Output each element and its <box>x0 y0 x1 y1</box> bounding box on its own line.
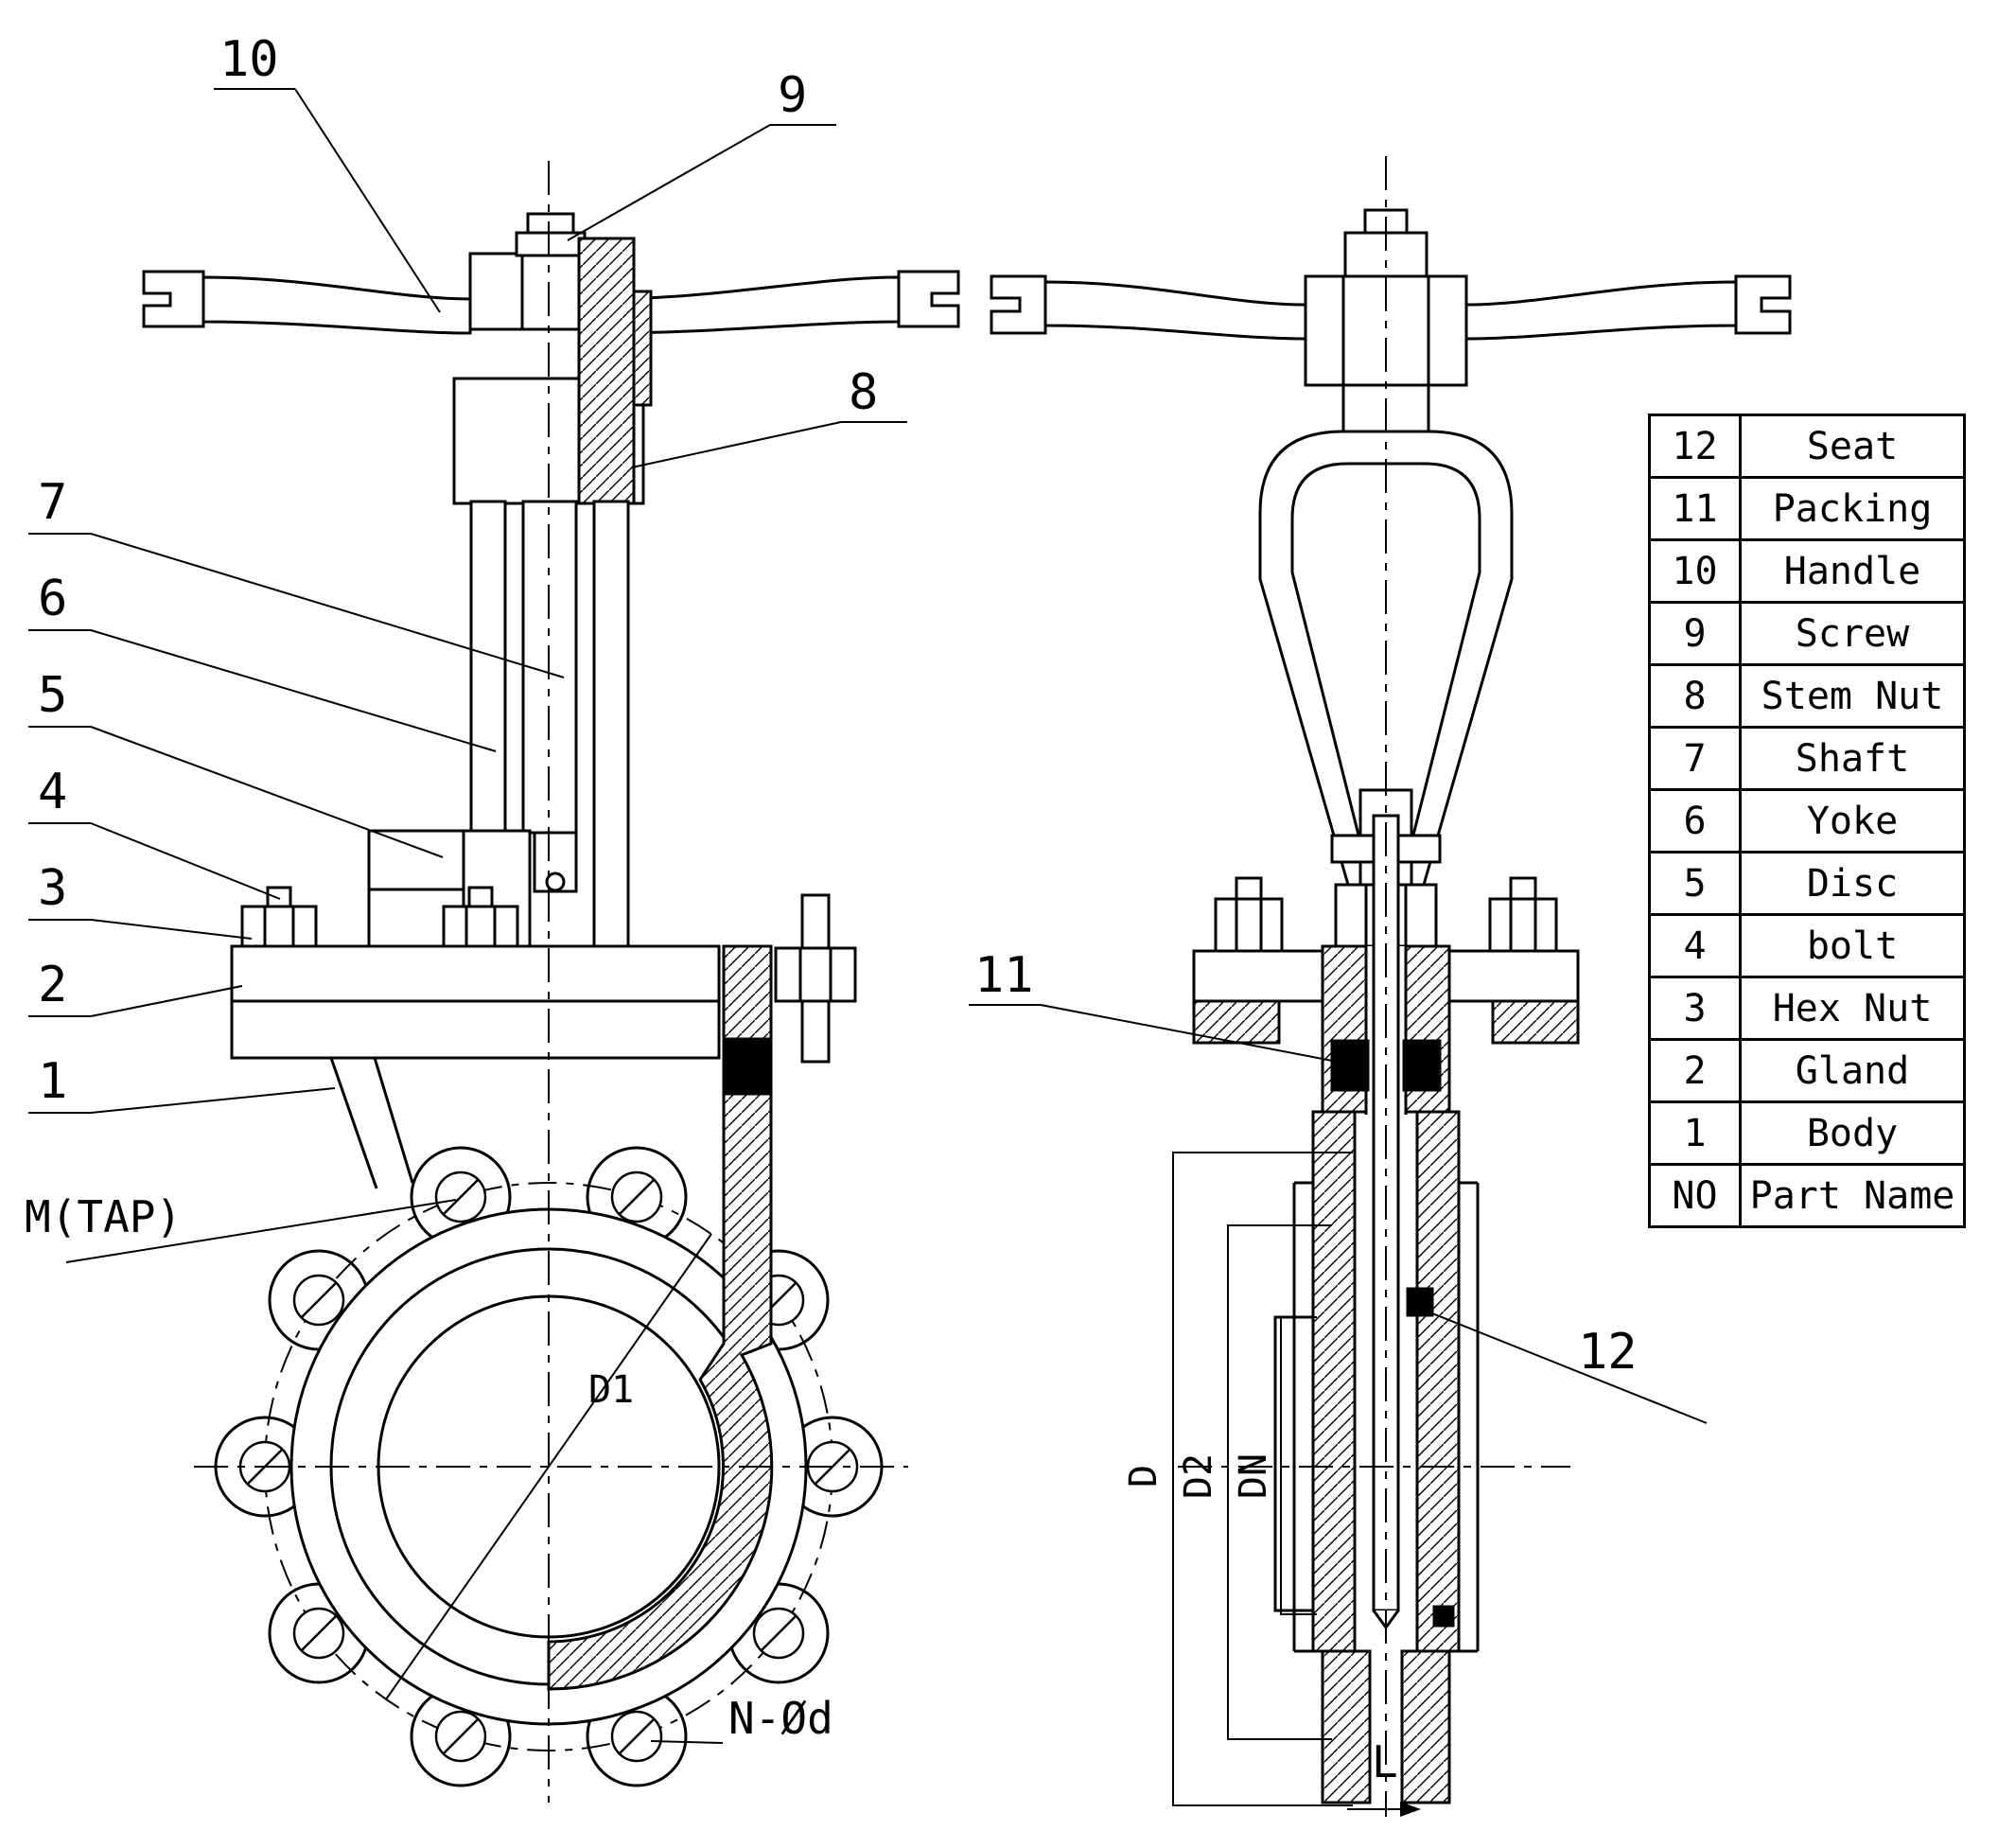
part-name-cell: Hex Nut <box>1742 978 1963 1041</box>
table-header-name: Part Name <box>1749 1173 1955 1218</box>
parts-table: 12 Seat 11 Packing 10 Handle 9 Screw 8 S… <box>1648 414 1966 1228</box>
dimension-labels: M(TAP) D1 N-Ød D D2 DN L <box>25 1191 1398 1787</box>
body-section-channel <box>547 944 774 1691</box>
screw-front <box>515 212 587 257</box>
part-name-cell: bolt <box>1742 916 1963 978</box>
callout-6: 6 <box>38 571 67 627</box>
part-no-cell: 2 <box>1651 1041 1742 1103</box>
part-name-cell: Disc <box>1742 854 1963 916</box>
packing-front <box>722 1037 773 1096</box>
callout-5: 5 <box>38 667 67 724</box>
callout-labels: 10 9 8 7 6 5 4 3 2 1 11 12 <box>38 31 1638 1381</box>
part-no-cell: 7 <box>1651 729 1742 791</box>
seat-side <box>1406 1287 1434 1317</box>
centerlines <box>194 156 1570 1817</box>
part-name-cell: Handle <box>1742 541 1963 604</box>
handwheel-front <box>142 252 960 335</box>
n-phi-d-label: N-Ød <box>728 1693 833 1744</box>
part-name-cell: Screw <box>1742 604 1963 666</box>
part-name-cell: Gland <box>1742 1041 1963 1103</box>
leader-lines <box>28 88 1708 1744</box>
callout-3: 3 <box>38 860 67 917</box>
callout-9: 9 <box>778 67 807 124</box>
callout-1: 1 <box>38 1053 67 1110</box>
part-no-cell: 10 <box>1651 541 1742 604</box>
callout-8: 8 <box>849 364 878 421</box>
part-name-cell: Yoke <box>1742 791 1963 854</box>
dimension-brackets <box>1172 1152 1353 1806</box>
part-no-cell: 11 <box>1651 479 1742 541</box>
part-no-cell: 8 <box>1651 666 1742 729</box>
body-side <box>1273 1110 1480 1804</box>
part-no-cell: 9 <box>1651 604 1742 666</box>
part-no-cell: 1 <box>1651 1103 1742 1166</box>
part-name-cell: Stem Nut <box>1742 666 1963 729</box>
part-no-cell: 5 <box>1651 854 1742 916</box>
side-bolt-front <box>774 893 857 1064</box>
callout-7: 7 <box>38 474 67 531</box>
gland-bolts-front <box>240 886 519 948</box>
d2-label: D2 <box>1177 1453 1220 1499</box>
callout-11: 11 <box>974 947 1034 1004</box>
part-name-cell: Packing <box>1742 479 1963 541</box>
handwheel-side <box>990 274 1792 387</box>
part-no-cell: 12 <box>1651 416 1742 479</box>
part-no-cell: 4 <box>1651 916 1742 978</box>
dn-label: DN <box>1232 1453 1275 1499</box>
m-tap-label: M(TAP) <box>25 1191 182 1242</box>
body-neck-front <box>329 1057 414 1189</box>
part-name-cell: Shaft <box>1742 729 1963 791</box>
seat-bottom <box>1432 1605 1455 1628</box>
l-dimension <box>1347 1802 1421 1817</box>
part-no-cell: 6 <box>1651 791 1742 854</box>
front-view <box>142 212 960 1787</box>
callout-10: 10 <box>219 31 279 88</box>
callout-4: 4 <box>38 764 67 820</box>
side-view <box>990 208 1792 1817</box>
gland-front <box>230 944 721 1060</box>
part-no-cell: 3 <box>1651 978 1742 1041</box>
part-name-cell: Body <box>1742 1103 1963 1166</box>
packing-side-right <box>1402 1039 1442 1092</box>
stem-nut-housing <box>452 237 653 505</box>
part-name-cell: Seat <box>1742 416 1963 479</box>
callout-12: 12 <box>1578 1324 1638 1381</box>
d1-label: D1 <box>588 1368 634 1412</box>
table-header-no: NO <box>1651 1166 1742 1225</box>
callout-2: 2 <box>38 957 67 1013</box>
d-label: D <box>1122 1465 1166 1487</box>
l-label: L <box>1372 1736 1398 1787</box>
packing-side-left <box>1330 1039 1370 1092</box>
